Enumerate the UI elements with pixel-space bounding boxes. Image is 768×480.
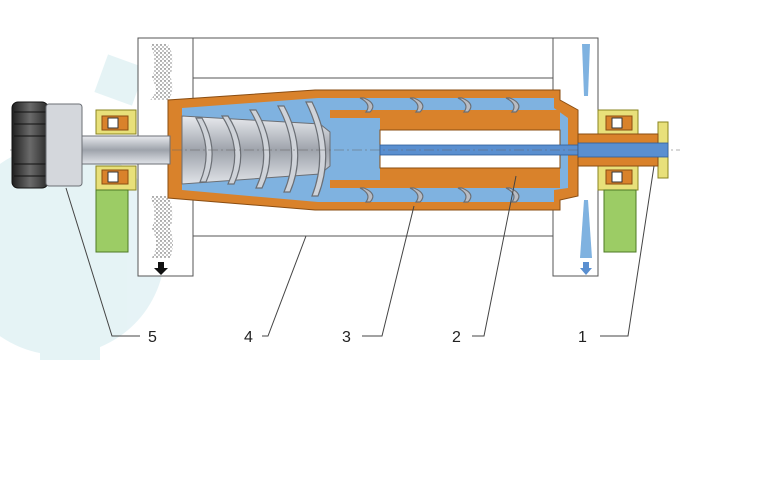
right-support: [603, 189, 637, 253]
liquid-discharge: [580, 44, 592, 275]
screw-conveyor: [181, 97, 561, 203]
housing: [137, 37, 599, 277]
drive-pulley: [11, 101, 83, 189]
solids-arrow-icon: [154, 262, 168, 275]
liquid-arrow-icon: [580, 262, 592, 275]
callout-labels: 5 4 3 2 1: [148, 329, 587, 346]
leader-lines: [65, 165, 655, 337]
callout-5: 5: [148, 329, 157, 346]
callout-2: 2: [452, 329, 461, 346]
callout-4: 4: [244, 329, 253, 346]
solids-discharge: [150, 44, 173, 275]
callout-1: 1: [578, 329, 587, 346]
right-bearing: [577, 109, 669, 191]
left-support: [95, 189, 129, 253]
callout-3: 3: [342, 329, 351, 346]
left-bearing: [79, 109, 171, 191]
